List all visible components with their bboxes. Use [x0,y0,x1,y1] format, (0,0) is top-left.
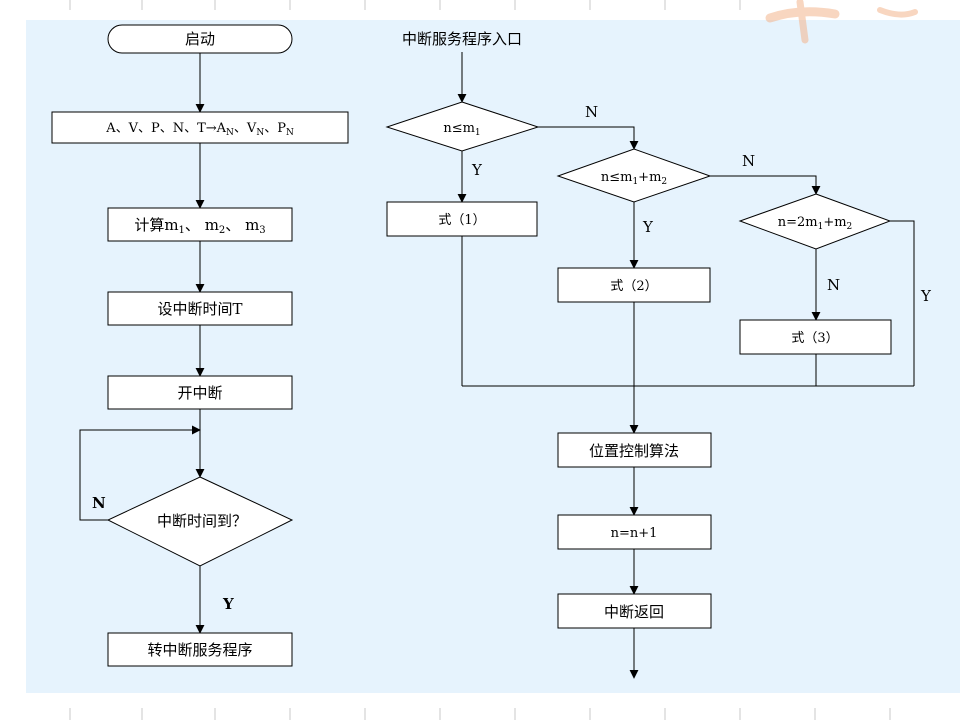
left-flow: 启动 A、V、P、N、T→AN、VN、PN 计算m1、 m2、 m3 设中断时间… [51,24,349,667]
compute-box [107,207,293,242]
increment-box [557,514,712,550]
enable-interrupt-label: 开中断 [177,384,222,402]
decision-no-label: N [92,494,106,512]
cond3-yes-label: Y [920,287,932,305]
cond1-label: n≤m1 [443,121,480,138]
cond3-no-label: N [827,276,840,294]
formula2-label: 式（2） [610,279,657,294]
formula2-box [557,267,711,303]
cond1-no-label: N [585,103,598,121]
set-interrupt-time-label: 设中断时间T [157,300,242,318]
compute-label: 计算m1、 m2、 m3 [134,216,265,236]
return-label: 中断返回 [604,603,664,621]
formula3-box [739,319,892,355]
increment-label: n=n+1 [611,526,658,541]
start-label: 启动 [185,30,215,48]
cond2-yes-label: Y [642,218,654,236]
formula1-label: 式（1） [438,213,485,228]
cond3-label: n=2m1+m2 [778,215,853,232]
enable-interrupt-box [107,375,293,410]
formula1-box [386,201,538,237]
right-flow: 中断服务程序入口 n≤m1 N Y 式（1） n≤m1+m2 N Y 式（2） … [385,30,932,679]
top-tick-marks [69,0,741,10]
set-interrupt-time-box [107,291,293,326]
goto-isr-label: 转中断服务程序 [147,641,252,659]
decision-yes-label: Y [222,595,234,613]
init-vars-label: A、V、P、N、T→AN、VN、PN [105,121,294,138]
cond2-no-label: N [742,152,755,170]
cond1-yes-label: Y [471,161,483,179]
interrupt-time-decision-label: 中断时间到？ [157,512,247,530]
watermark-logo [765,0,918,44]
cond2-label: n≤m1+m2 [601,170,667,187]
goto-isr-box [107,632,293,667]
formula3-label: 式（3） [791,331,838,346]
bottom-tick-marks [69,708,891,720]
isr-entry-label: 中断服务程序入口 [402,30,522,48]
position-control-label: 位置控制算法 [589,442,679,460]
return-box [557,593,712,629]
